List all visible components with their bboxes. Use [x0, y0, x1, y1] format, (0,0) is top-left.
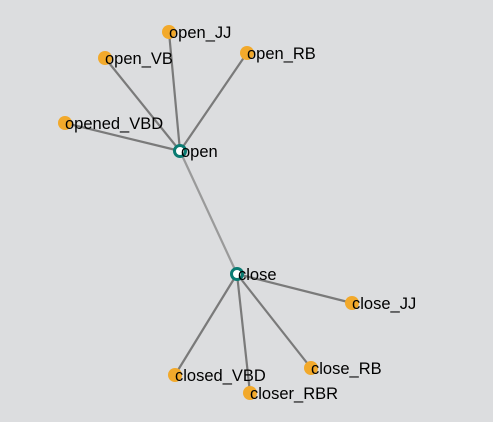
node-label-close_RB: close_RB [311, 360, 382, 378]
node-close_JJ[interactable]: close_JJ [345, 295, 416, 313]
edge-close-close_JJ [235, 272, 354, 305]
node-marker-open[interactable] [173, 144, 187, 158]
node-label-close: close [238, 266, 277, 284]
node-marker-close[interactable] [230, 267, 244, 281]
node-label-open: open [181, 143, 218, 161]
edge-close-closed_VBD [173, 272, 239, 377]
node-label-open_JJ: open_JJ [169, 24, 231, 42]
node-closed_VBD[interactable]: closed_VBD [168, 367, 266, 385]
node-label-closed_VBD: closed_VBD [175, 367, 266, 385]
node-label-open_VB: open_VB [105, 50, 173, 68]
edge-open-close [178, 149, 239, 276]
edge-open-opened_VBD [63, 121, 182, 153]
node-label-close_JJ: close_JJ [352, 295, 416, 313]
edge-open-open_JJ [167, 30, 182, 153]
node-marker-closed_VBD[interactable] [168, 368, 182, 382]
node-marker-closer_RBR[interactable] [243, 386, 257, 400]
node-marker-open_RB[interactable] [240, 46, 254, 60]
edge-close-closer_RBR [235, 272, 252, 395]
node-open_RB[interactable]: open_RB [240, 45, 316, 63]
node-label-open_RB: open_RB [247, 45, 316, 63]
edge-close-close_RB [235, 272, 313, 370]
node-open_VB[interactable]: open_VB [98, 50, 173, 68]
node-marker-close_RB[interactable] [304, 361, 318, 375]
nodes-layer: open close open_JJ open_VB open_RB opened_VBD… [58, 24, 416, 403]
node-label-opened_VBD: opened_VBD [65, 115, 163, 133]
node-marker-close_JJ[interactable] [345, 296, 359, 310]
edge-open-open_VB [103, 56, 182, 153]
node-open_JJ[interactable]: open_JJ [162, 24, 231, 42]
node-close_RB[interactable]: close_RB [304, 360, 382, 378]
node-opened_VBD[interactable]: opened_VBD [58, 115, 163, 133]
node-open[interactable]: open [173, 143, 218, 161]
node-marker-opened_VBD[interactable] [58, 116, 72, 130]
node-marker-open_VB[interactable] [98, 51, 112, 65]
node-label-closer_RBR: closer_RBR [250, 385, 338, 403]
node-marker-open_JJ[interactable] [162, 25, 176, 39]
node-close[interactable]: close [230, 266, 277, 284]
edge-open-open_RB [178, 51, 249, 153]
edges-layer [63, 30, 354, 395]
node-closer_RBR[interactable]: closer_RBR [243, 385, 338, 403]
